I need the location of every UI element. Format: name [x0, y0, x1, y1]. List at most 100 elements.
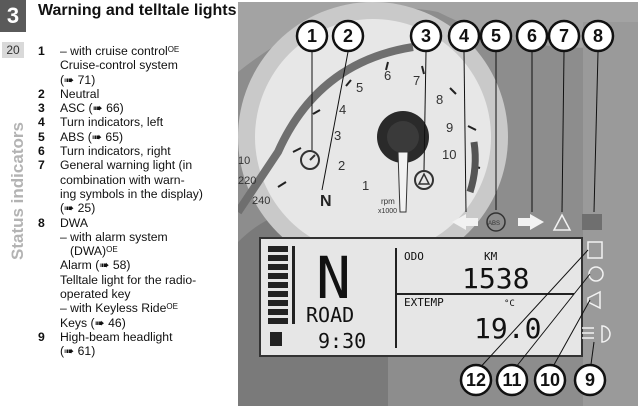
item-line: Neutral [60, 86, 100, 101]
item-number: 8 [38, 215, 45, 230]
speed-220: 220 [238, 175, 256, 187]
list-item: 2 Neutral [38, 87, 238, 101]
instrument-cluster-illustration: 1 2 3 4 5 6 7 8 9 10 10 220 240 N rpm x1… [238, 2, 638, 406]
tach-tick-1: 1 [362, 178, 369, 193]
item-line: Telltale light for the radio- [60, 272, 197, 287]
callout-10: 10 [540, 370, 560, 390]
abs-label: ABS [488, 221, 500, 227]
callout-7: 7 [559, 26, 569, 46]
list-item: 3 ASC (➠ 66) [38, 101, 238, 115]
high-beam-icon [601, 325, 611, 343]
item-sup: OE [167, 45, 180, 54]
callout-5: 5 [491, 26, 501, 46]
page-title: Warning and telltale lights [38, 2, 237, 19]
item-line: (➠ 71) [60, 72, 96, 87]
item-line: operated key [60, 287, 131, 302]
turn-right-icon [518, 214, 544, 230]
speed-10: 10 [238, 155, 250, 167]
item-line: ABS (➠ 65) [60, 129, 124, 144]
item-line: (➠ 61) [60, 344, 96, 359]
rpm-label: rpm [381, 197, 395, 206]
fog-light-icon [588, 266, 604, 282]
item-line: Cruise-control system [60, 58, 178, 73]
list-item: 5 ABS (➠ 65) [38, 130, 238, 144]
cluster-drawing: 1 2 3 4 5 6 7 8 9 10 10 220 240 N rpm x1… [238, 2, 638, 406]
callout-2: 2 [343, 26, 353, 46]
item-number: 4 [38, 115, 45, 130]
abs-icon [486, 212, 506, 232]
list-item: 1 – with cruise controlOE Cruise-control… [38, 44, 238, 87]
legend-list: 1 – with cruise controlOE Cruise-control… [38, 44, 238, 359]
item-line: Alarm (➠ 58) [60, 258, 131, 273]
lcd-mode: ROAD [306, 303, 354, 327]
lcd-temp-unit: °C [504, 299, 515, 309]
item-line: combination with warn- [60, 172, 185, 187]
tachometer [238, 2, 508, 272]
item-sup: OE [106, 245, 118, 255]
tach-tick-5: 5 [356, 80, 363, 95]
callout-11: 11 [502, 370, 521, 390]
item-line: ing symbols in the display) [60, 186, 203, 201]
neutral-indicator: N [320, 193, 332, 210]
lcd-display [259, 237, 583, 357]
tach-tick-3: 3 [334, 128, 341, 143]
lcd-temp-label: EXTEMP [404, 296, 444, 309]
item-number: 3 [38, 101, 45, 116]
list-item: 9 High-beam headlight (➠ 61) [38, 330, 238, 359]
item-number: 7 [38, 158, 45, 173]
item-line: (DWA) [70, 244, 107, 259]
list-item: 4 Turn indicators, left [38, 115, 238, 129]
callout-9: 9 [585, 370, 595, 390]
tach-tick-4: 4 [339, 102, 346, 117]
speed-240: 240 [252, 195, 270, 207]
tach-tick-9: 9 [446, 120, 453, 135]
item-line: Turn indicators, left [60, 115, 164, 130]
callout-3: 3 [421, 26, 431, 46]
chapter-number: 3 [0, 0, 26, 32]
lcd-time: 9:30 [318, 329, 366, 353]
lcd-odo-value: 1538 [462, 262, 529, 295]
item-line: DWA [60, 215, 88, 230]
lcd-gear: N [316, 244, 351, 312]
section-tab: Status indicators [0, 120, 27, 260]
fuel-icon [270, 332, 282, 346]
item-line: High-beam headlight [60, 329, 173, 344]
lcd-odo-label: ODO [404, 250, 424, 263]
page-number: 20 [2, 42, 24, 58]
item-number: 6 [38, 144, 45, 159]
callout-8: 8 [593, 26, 603, 46]
item-line: (➠ 25) [60, 201, 96, 216]
rpm-multiplier: x1000 [378, 208, 397, 215]
tach-tick-7: 7 [413, 73, 420, 88]
callout-1: 1 [307, 26, 317, 46]
list-item: 6 Turn indicators, right [38, 144, 238, 158]
list-item: 8 DWA – with alarm system (DWA)OE Alarm … [38, 216, 238, 330]
dwa-lamp [582, 214, 602, 230]
item-line: – with cruise control [60, 44, 168, 58]
callout-6: 6 [527, 26, 537, 46]
item-number: 1 [38, 44, 45, 58]
aux-light-icon [587, 290, 601, 310]
item-number: 5 [38, 129, 45, 144]
item-line: ASC (➠ 66) [60, 101, 124, 116]
item-line: – with Keyless Ride [60, 301, 167, 316]
tach-tick-2: 2 [338, 158, 345, 173]
item-line: Turn indicators, right [60, 144, 171, 159]
tach-tick-8: 8 [436, 92, 443, 107]
item-line: – with alarm system [60, 229, 168, 244]
callout-12: 12 [466, 370, 486, 390]
turn-left-icon [452, 214, 478, 230]
section-label: Status indicators [8, 122, 27, 260]
warning-icon [552, 213, 572, 231]
item-sup: OE [166, 302, 178, 312]
telltale-row: ABS [452, 212, 602, 232]
item-number: 2 [38, 86, 45, 101]
tach-tick-10: 10 [442, 147, 456, 162]
lcd-temp-value: 19.0 [474, 312, 541, 345]
tach-tick-6: 6 [384, 68, 391, 83]
callout-4: 4 [459, 26, 469, 46]
item-number: 9 [38, 329, 45, 344]
list-item: 7 General warning light (in combination … [38, 158, 238, 215]
item-line: General warning light (in [60, 158, 193, 173]
lcd-odo-unit: KM [484, 250, 498, 263]
